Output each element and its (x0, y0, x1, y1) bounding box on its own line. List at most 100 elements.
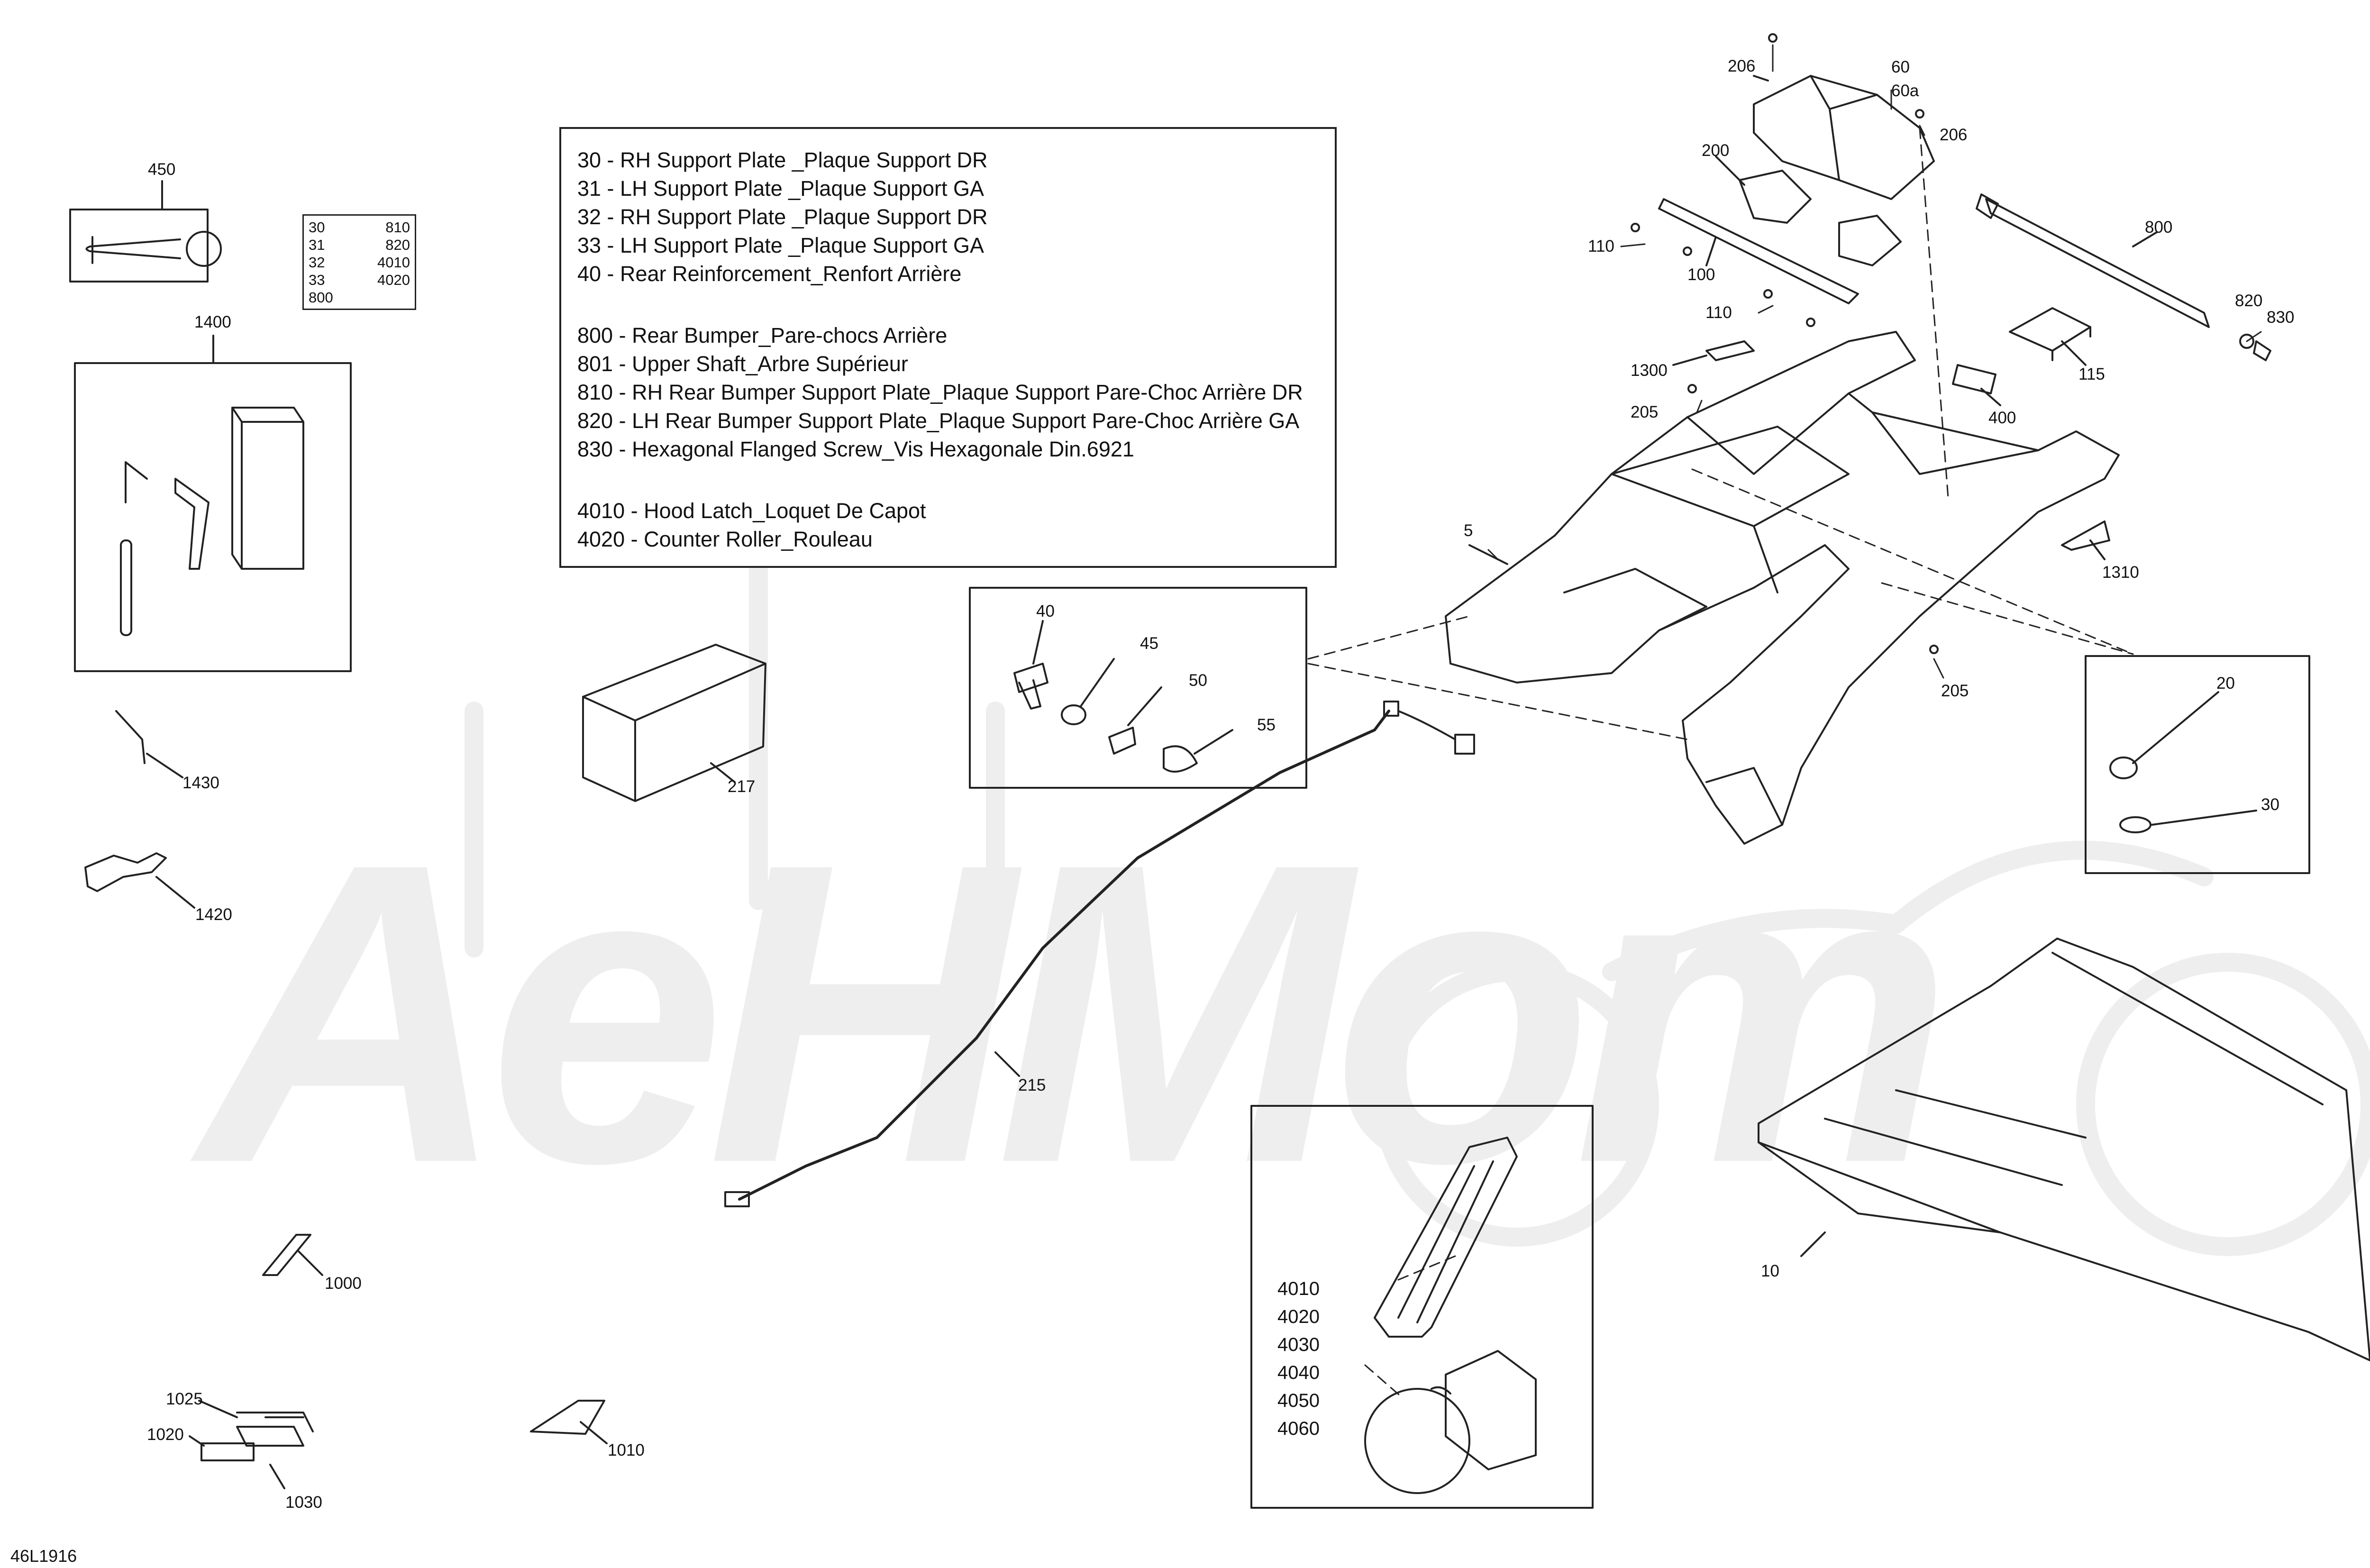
table-row: 33 4020 (309, 271, 410, 289)
table-row: 32 4010 (309, 254, 410, 271)
callout-1300: 1300 (1631, 361, 1668, 380)
callout-1010: 1010 (608, 1441, 645, 1459)
callout-100: 100 (1687, 265, 1715, 284)
pad-400 (1952, 364, 2001, 406)
callout-1430: 1430 (182, 774, 219, 792)
callout-1020: 1020 (147, 1425, 184, 1444)
callout-205-right: 205 (1941, 682, 1969, 700)
small-screws (1631, 33, 1939, 654)
table-cell: 820 (385, 237, 410, 253)
legend-line: 33 - LH Support Plate _Plaque Support GA (577, 233, 984, 257)
kit-part-number: 4060 (1277, 1418, 1320, 1439)
callout-206-right: 206 (1940, 126, 1968, 144)
tool-kit-1400 (74, 335, 352, 672)
kit-part-number: 4020 (1277, 1306, 1320, 1327)
callout-50: 50 (1189, 671, 1207, 690)
callout-leaders (1487, 44, 2262, 679)
fastener-group-box (969, 587, 1307, 789)
table-cell: 810 (385, 219, 410, 236)
legend-line: 801 - Upper Shaft_Arbre Supérieur (577, 352, 908, 376)
callout-206-top: 206 (1728, 57, 1756, 75)
callout-1000: 1000 (325, 1274, 362, 1293)
pad-1310 (2061, 520, 2110, 560)
legend-line: 820 - LH Rear Bumper Support Plate_Plaqu… (577, 409, 1300, 433)
callout-205-left: 205 (1631, 403, 1659, 421)
legend-line: 810 - RH Rear Bumper Support Plate_Plaqu… (577, 380, 1303, 404)
table-row: 800 (309, 289, 410, 306)
upper-shaft-800 (1976, 193, 2271, 361)
table-row: 30 810 (309, 219, 410, 236)
callout-1400: 1400 (194, 313, 231, 331)
callout-115: 115 (2078, 365, 2105, 383)
callout-820: 820 (2235, 292, 2263, 310)
callout-60: 60 (1891, 58, 1910, 76)
legend-line: 830 - Hexagonal Flanged Screw_Vis Hexago… (577, 437, 1134, 461)
kit-part-number: 4050 (1277, 1390, 1320, 1411)
table-cell: 33 (309, 272, 325, 288)
plate-1010 (530, 1400, 608, 1444)
horn-part-450 (69, 180, 222, 283)
wire-harness-215 (724, 701, 1475, 1207)
spanner-1420 (84, 852, 195, 909)
legend-line: 31 - LH Support Plate _Plaque Support GA (577, 176, 984, 201)
fender-10 (1758, 938, 2370, 1361)
callout-45: 45 (1140, 634, 1158, 653)
callout-1420: 1420 (195, 905, 232, 924)
plate-1000 (262, 1234, 323, 1276)
legend-line: 800 - Rear Bumper_Pare-chocs Arrière (577, 323, 948, 347)
callout-800: 800 (2145, 218, 2173, 237)
callout-215: 215 (1018, 1076, 1046, 1094)
light-bracket-200 (1715, 155, 1902, 266)
legend-line: 40 - Rear Reinforcement_Renfort Arrière (577, 262, 962, 286)
hood-latch-kit-list: 4010 4020 4030 4040 4050 4060 (1277, 1275, 1320, 1443)
callout-60a: 60a (1891, 82, 1919, 100)
connector-1025 (189, 1400, 314, 1489)
legend-line: 30 - RH Support Plate _Plaque Support DR (577, 148, 988, 172)
callout-5: 5 (1464, 521, 1473, 540)
callout-830: 830 (2267, 308, 2295, 327)
mounting-rail-100 (1658, 198, 1859, 304)
rear-frame-5 (1445, 331, 2120, 845)
parts-legend: 30 - RH Support Plate _Plaque Support DR… (559, 127, 1337, 568)
table-row: 31 820 (309, 236, 410, 254)
callout-110-lower: 110 (1705, 303, 1732, 322)
callout-110-upper: 110 (1588, 237, 1614, 255)
support-plate-box (2085, 655, 2310, 874)
watermark-text: AeHMom (199, 775, 1953, 1251)
callout-55: 55 (1257, 716, 1276, 734)
legend-line: 4010 - Hood Latch_Loquet De Capot (577, 499, 926, 523)
table-cell: 800 (309, 289, 333, 306)
pad-1300 (1672, 340, 1755, 366)
callout-1025: 1025 (166, 1390, 203, 1408)
drawing-id: 46L1916 (10, 1546, 77, 1566)
watermark-motorcycle (465, 559, 2370, 1256)
bracket-115 (2009, 307, 2091, 366)
kit-part-number: 4010 (1277, 1278, 1320, 1299)
part-number-table: 30 810 31 820 32 4010 33 4020 800 (302, 214, 416, 310)
callout-1310: 1310 (2102, 563, 2139, 582)
table-cell: 31 (309, 237, 325, 253)
callout-217: 217 (728, 777, 756, 796)
table-cell: 30 (309, 219, 325, 236)
kit-part-number: 4040 (1277, 1362, 1320, 1383)
hood-latch-box (1250, 1105, 1594, 1509)
callout-40: 40 (1036, 602, 1055, 620)
table-cell: 32 (309, 254, 325, 271)
callout-400: 400 (1988, 409, 2016, 427)
callout-450: 450 (148, 160, 176, 179)
kit-part-number: 4030 (1277, 1334, 1320, 1355)
table-cell: 4020 (377, 272, 410, 288)
callout-200: 200 (1702, 141, 1730, 160)
callout-20: 20 (2216, 674, 2235, 693)
taillight-60 (1753, 75, 1935, 200)
legend-line: 4020 - Counter Roller_Rouleau (577, 527, 873, 551)
callout-1030: 1030 (285, 1493, 322, 1512)
callout-10: 10 (1761, 1262, 1779, 1280)
table-cell: 4010 (377, 254, 410, 271)
callout-30: 30 (2261, 795, 2279, 814)
hex-key-1430 (115, 710, 183, 778)
legend-line: 32 - RH Support Plate _Plaque Support DR (577, 205, 988, 229)
foam-block-217 (582, 644, 766, 802)
